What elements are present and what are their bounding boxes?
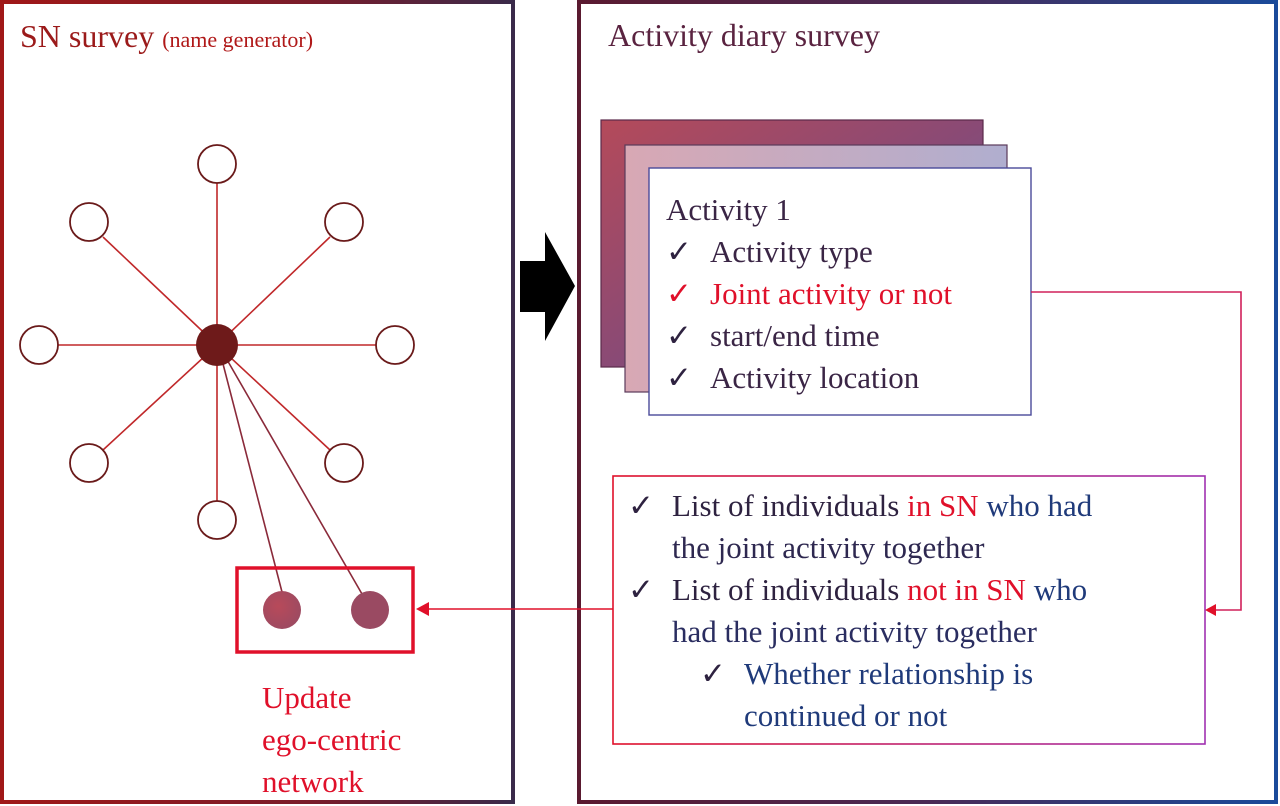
activity-item: ✓ Activity location: [666, 360, 952, 402]
sn-survey-title-main: SN survey: [20, 18, 155, 54]
activity-item-label: Activity location: [710, 360, 920, 395]
new-alter-node: [351, 591, 389, 629]
alter-nodes: [19, 144, 415, 540]
edge-new-2: [225, 357, 363, 595]
list-item-continuation: had the joint activity together: [672, 614, 1038, 649]
activity-diary-panel: [577, 0, 1278, 804]
subitem-continuation: continued or not: [628, 698, 1092, 740]
activity-heading: Activity 1: [666, 192, 791, 227]
list-item-suffix: who had: [978, 488, 1093, 523]
subitem-line2: continued or not: [744, 698, 948, 733]
activity-item: ✓ start/end time: [666, 318, 952, 360]
joint-list-content: ✓ List of individuals in SN who had the …: [628, 488, 1092, 740]
activity-item-highlighted: ✓ Joint activity or not: [666, 276, 952, 318]
activity-card-content: Activity 1 ✓ Activity type ✓ Joint activ…: [666, 192, 952, 402]
check-icon: ✓: [666, 276, 692, 311]
ego-node: [196, 324, 238, 366]
activity-item-label: Joint activity or not: [710, 276, 952, 311]
list-item-emphasis: not in SN: [907, 572, 1026, 607]
check-icon: ✓: [700, 656, 726, 691]
alter-node: [197, 144, 237, 184]
subitem-line1: Whether relationship is: [744, 656, 1034, 691]
alter-node: [324, 443, 364, 483]
activity-item-label: start/end time: [710, 318, 880, 353]
update-arrowhead-icon: [416, 602, 429, 616]
right-arrow-icon: [520, 232, 575, 341]
check-icon: ✓: [628, 488, 654, 523]
list-item-continuation: the joint activity together: [672, 530, 985, 565]
network-edges: [58, 183, 376, 595]
list-item-prefix: List of individuals: [672, 488, 908, 523]
new-alter-node: [263, 591, 301, 629]
activity-item: ✓ Activity type: [666, 234, 952, 276]
alter-node: [69, 443, 109, 483]
update-label-line: network: [262, 764, 364, 799]
joint-list-item: ✓ List of individuals not in SN who: [628, 572, 1092, 614]
alter-node: [197, 500, 237, 540]
check-icon: ✓: [666, 318, 692, 353]
list-item-prefix: List of individuals: [672, 572, 908, 607]
connector-arrowhead-icon: [1205, 604, 1216, 616]
alter-node: [324, 202, 364, 242]
activity-diary-title: Activity diary survey: [608, 17, 880, 53]
list-item-emphasis: in SN: [907, 488, 979, 523]
update-network-box: [235, 566, 415, 654]
update-label-line: ego-centric: [262, 722, 402, 757]
edge-bottom-left: [102, 344, 218, 451]
check-icon: ✓: [666, 360, 692, 395]
update-label-line: Update: [262, 680, 352, 715]
sn-survey-panel: [0, 0, 515, 804]
update-network-label: Update ego-centric network: [262, 677, 401, 803]
joint-list-box: [612, 475, 1206, 745]
edge-bottom-right: [216, 344, 331, 451]
activity-item-label: Activity type: [710, 234, 873, 269]
edge-new-1: [221, 359, 283, 593]
sn-survey-subtitle: (name generator): [162, 27, 314, 52]
check-icon: ✓: [628, 572, 654, 607]
indent-spacer: [700, 698, 744, 740]
edge-top-right: [216, 236, 331, 346]
sn-survey-title: SN survey (name generator): [20, 20, 313, 52]
activity-card-front: [648, 167, 1032, 416]
list-item-suffix: who: [1025, 572, 1088, 607]
joint-list-subitem: ✓ Whether relationship is: [628, 656, 1092, 698]
edge-top-left: [102, 236, 218, 346]
joint-list-item: ✓ List of individuals in SN who had: [628, 488, 1092, 530]
alter-node: [69, 202, 109, 242]
alter-node: [19, 325, 59, 365]
check-icon: ✓: [666, 234, 692, 269]
alter-node: [375, 325, 415, 365]
joint-activity-connector: [1031, 291, 1242, 611]
